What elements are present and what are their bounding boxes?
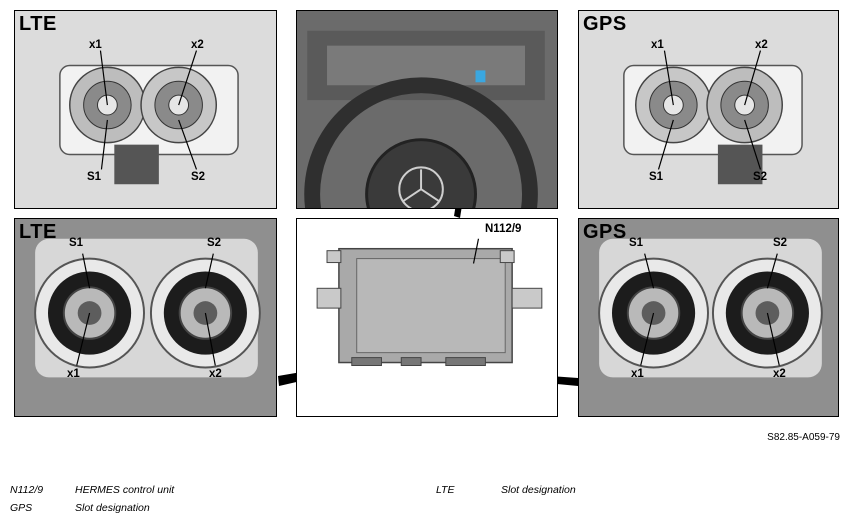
label-s1: S1 [649, 171, 664, 183]
connector-illustration [59, 50, 239, 185]
label-s1: S1 [87, 171, 102, 183]
panel-control-unit: N112/9 [296, 218, 558, 417]
label-x2: x2 [755, 39, 768, 51]
legend-code-n112: N112/9 [10, 484, 44, 496]
label-x1: x1 [67, 368, 80, 380]
panel-gps-top: GPS x1 x2 S1 S2 [578, 10, 839, 209]
label-x1: x1 [631, 368, 644, 380]
label-x2: x2 [191, 39, 204, 51]
label-x2: x2 [209, 368, 222, 380]
label-s2: S2 [753, 171, 768, 183]
label-s2: S2 [207, 237, 222, 249]
legend-text-lte: Slot designation [501, 484, 576, 496]
panel-vehicle-interior [296, 10, 558, 209]
connector-closeup [579, 219, 838, 416]
connector-illustration [623, 50, 803, 185]
label-x1: x1 [89, 39, 102, 51]
label-s2: S2 [773, 237, 788, 249]
legend-code-gps: GPS [10, 502, 33, 514]
label-s1: S1 [629, 237, 644, 249]
panel-lte-bottom: LTE S1 S2 x1 x2 [14, 218, 277, 417]
control-unit-illustration [316, 238, 543, 367]
dashboard-illustration [297, 11, 557, 208]
panel-tag: GPS [583, 13, 627, 35]
figure-reference: S82.85-A059-79 [767, 432, 840, 443]
panel-lte-top: LTE x1 x2 S1 S2 [14, 10, 277, 209]
module-label: N112/9 [485, 223, 522, 235]
label-s2: S2 [191, 171, 206, 183]
connector-closeup [15, 219, 276, 416]
label-s1: S1 [69, 237, 84, 249]
panel-tag: LTE [19, 221, 57, 243]
legend-text-n112: HERMES control unit [75, 484, 175, 496]
label-x1: x1 [651, 39, 664, 51]
label-x2: x2 [773, 368, 786, 380]
panel-tag: LTE [19, 13, 57, 35]
legend-code-lte: LTE [436, 484, 455, 496]
panel-tag: GPS [583, 221, 627, 243]
panel-gps-bottom: GPS S1 S2 x1 x2 [578, 218, 839, 417]
legend-text-gps: Slot designation [75, 502, 150, 514]
